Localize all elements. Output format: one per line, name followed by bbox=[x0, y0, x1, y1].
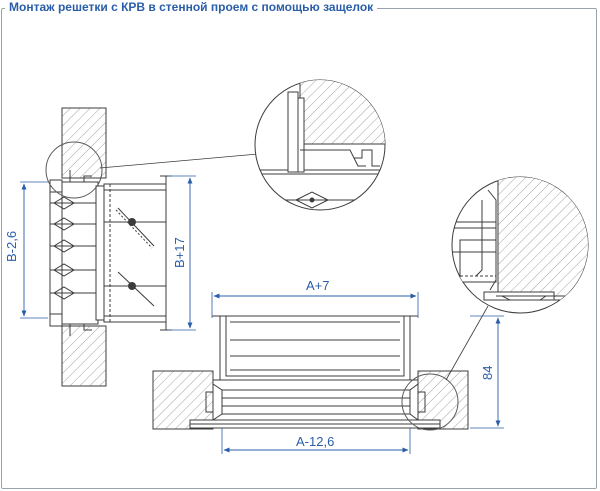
label-a-plus: А+7 bbox=[306, 278, 330, 293]
grille-blades bbox=[50, 196, 96, 300]
detail-magnified-top bbox=[254, 79, 386, 211]
detail-marker-left bbox=[45, 141, 103, 199]
damper-body bbox=[103, 183, 167, 323]
wall-lower bbox=[61, 325, 107, 387]
label-b-minus: В-2,6 bbox=[4, 231, 19, 262]
section-view-horizontal bbox=[152, 315, 469, 431]
label-b-plus: В+17 bbox=[172, 237, 187, 268]
wall-right bbox=[417, 370, 469, 430]
detail-marker-right bbox=[401, 373, 459, 431]
dimension-a-plus: А+7 bbox=[211, 278, 419, 318]
wall-left bbox=[152, 370, 214, 430]
label-depth: 84 bbox=[480, 366, 495, 380]
duct-body bbox=[225, 315, 405, 377]
section-view-vertical bbox=[45, 107, 172, 387]
wall-upper bbox=[61, 107, 107, 179]
diagram-title: Монтаж решетки с КРВ в стенной проем с п… bbox=[5, 0, 378, 15]
detail-magnified-right bbox=[451, 176, 589, 314]
leader-line-right bbox=[445, 305, 489, 381]
label-a-minus: А-12,6 bbox=[296, 434, 334, 449]
dimension-b-minus: В-2,6 bbox=[4, 181, 48, 319]
leader-line-top bbox=[99, 153, 259, 169]
dimension-depth: 84 bbox=[470, 315, 504, 429]
dimension-b-plus: В+17 bbox=[168, 175, 196, 331]
dimension-a-minus: А-12,6 bbox=[221, 428, 411, 454]
